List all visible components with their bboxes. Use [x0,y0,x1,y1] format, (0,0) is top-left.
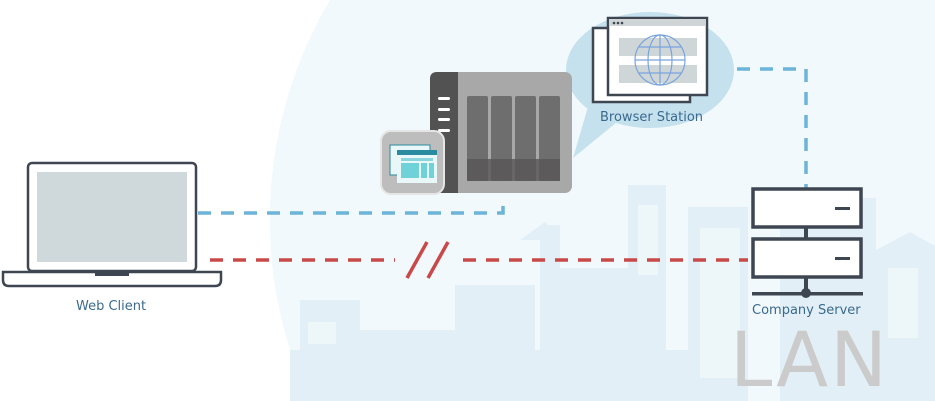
building-windows [308,205,918,378]
browser-station-label: Browser Station [600,110,704,125]
lan-label: LAN [730,315,889,401]
company-server-icon [751,187,863,298]
browser-station-app-icon [380,130,445,195]
web-client-label: Web Client [76,299,147,314]
globe-icon [634,34,686,86]
browser-window-icon [591,16,709,104]
company-server-label: Company Server [752,303,861,318]
browser-station-bubble [566,12,734,158]
blocked-slash-icon [395,241,455,279]
allowed-link-client-nas [198,200,505,215]
laptop-icon [1,161,223,288]
allowed-link-station-server [737,67,808,188]
nas-device-icon [430,72,572,193]
